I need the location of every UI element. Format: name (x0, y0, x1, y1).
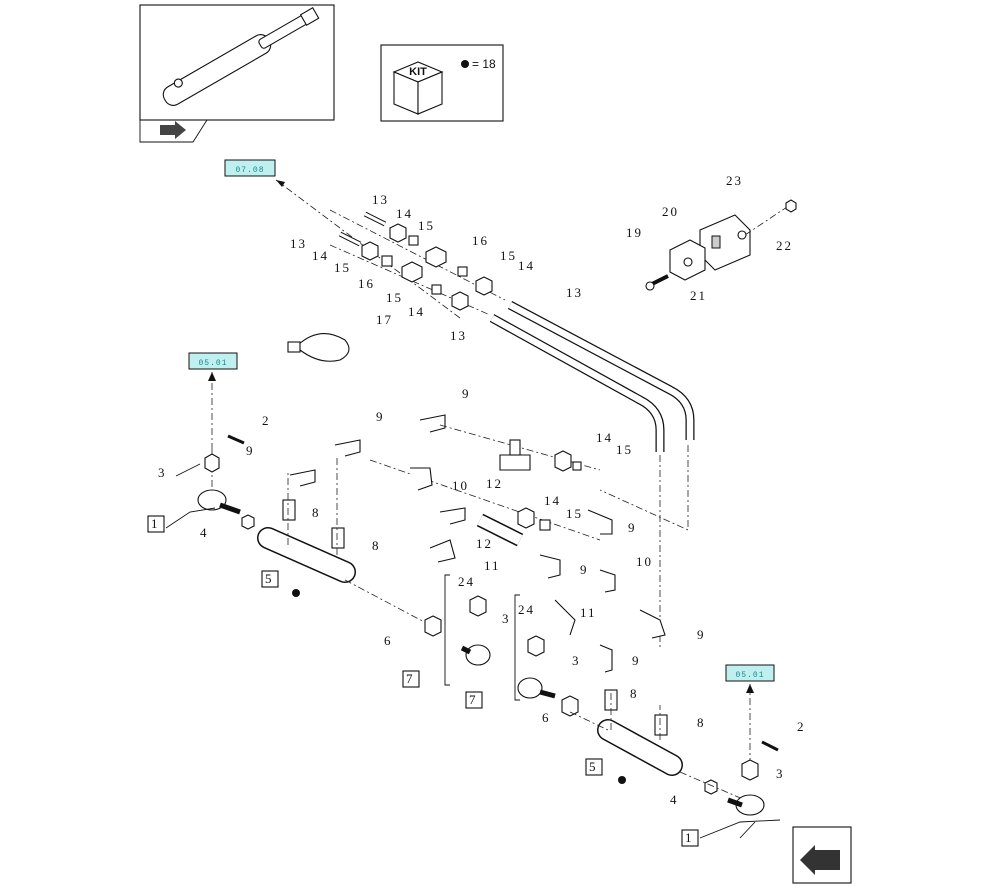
svg-text:07.08: 07.08 (235, 166, 264, 175)
callout-57: 4 (670, 792, 679, 807)
hose-clamp (287, 333, 350, 362)
callout-22: 9 (246, 443, 255, 458)
callout-58: 1 (685, 830, 694, 845)
callout-24: 9 (462, 386, 471, 401)
thumbnail-cylinder (139, 4, 335, 143)
callout-27: 10 (452, 478, 469, 493)
callout-12: 13 (566, 285, 583, 300)
callout-47: 6 (384, 633, 393, 648)
callout-40: 3 (502, 611, 511, 626)
callout-39: 24 (458, 574, 475, 589)
callout-2: 15 (418, 218, 435, 233)
callout-36: 12 (476, 536, 493, 551)
callout-23: 9 (376, 409, 385, 424)
callout-0: 13 (372, 192, 389, 207)
callout-44: 24 (518, 602, 535, 617)
left-manifold-group (197, 434, 442, 637)
callout-33: 14 (544, 493, 561, 508)
callout-5: 15 (334, 260, 351, 275)
callout-10: 15 (500, 248, 517, 263)
kit-label: KIT (409, 66, 427, 78)
callout-13: 13 (450, 328, 467, 343)
callout-32: 8 (372, 538, 381, 553)
callout-56: 5 (589, 759, 598, 774)
boxed-labels (147, 515, 699, 847)
kit-count: = 18 (472, 57, 496, 71)
callout-34: 15 (566, 506, 583, 521)
callout-7: 15 (386, 290, 403, 305)
callout-25: 14 (596, 430, 613, 445)
callout-48: 7 (406, 671, 415, 686)
callout-29: 1 (151, 516, 160, 531)
center-fittings (369, 414, 666, 639)
bracket-assembly (645, 199, 797, 291)
svg-text:05.01: 05.01 (198, 359, 227, 368)
callout-14: 17 (376, 312, 393, 327)
callout-49: 9 (697, 627, 706, 642)
nav-back-arrow-icon[interactable] (792, 826, 852, 884)
callout-55: 3 (776, 766, 785, 781)
callout-37: 11 (484, 558, 501, 573)
callout-31: 8 (312, 505, 321, 520)
callout-50: 7 (469, 692, 478, 707)
ref-box-top[interactable]: 07.08 (224, 159, 276, 177)
leader-lines (165, 463, 781, 839)
middle-banjo-groups (444, 574, 613, 701)
callout-54: 2 (797, 719, 806, 734)
callout-30: 4 (200, 525, 209, 540)
callout-1: 14 (396, 206, 413, 221)
upper-fittings (329, 209, 506, 316)
callout-45: 11 (580, 605, 597, 620)
callout-21: 3 (158, 465, 167, 480)
callout-4: 14 (312, 248, 329, 263)
callout-20: 2 (262, 413, 271, 428)
callout-16: 20 (662, 204, 679, 219)
callout-15: 23 (726, 173, 743, 188)
callout-42: 9 (580, 562, 589, 577)
callout-26: 15 (616, 442, 633, 457)
ref-box-left[interactable]: 05.01 (188, 352, 238, 370)
kit-legend: KIT = 18 (380, 44, 504, 122)
callout-28: 12 (486, 476, 503, 491)
callout-41: 10 (636, 554, 653, 569)
hydraulic-hoses (489, 301, 695, 650)
callout-11: 14 (518, 258, 535, 273)
right-manifold-group (561, 689, 779, 816)
callout-3: 13 (290, 236, 307, 251)
callout-43: 9 (632, 653, 641, 668)
callout-9: 14 (408, 304, 425, 319)
callout-18: 22 (776, 238, 793, 253)
callout-8: 16 (472, 233, 489, 248)
svg-text:05.01: 05.01 (735, 671, 764, 680)
callout-46: 3 (572, 653, 581, 668)
ref-box-right[interactable]: 05.01 (725, 664, 775, 682)
callout-17: 19 (626, 225, 643, 240)
callout-19: 21 (690, 288, 707, 303)
callout-51: 8 (630, 686, 639, 701)
callout-38: 5 (265, 571, 274, 586)
callout-6: 16 (358, 276, 375, 291)
callout-52: 6 (542, 710, 551, 725)
callout-numbers: 1314151314151615161415141313172320192221… (151, 173, 806, 845)
callout-53: 8 (697, 715, 706, 730)
callout-35: 9 (628, 520, 637, 535)
